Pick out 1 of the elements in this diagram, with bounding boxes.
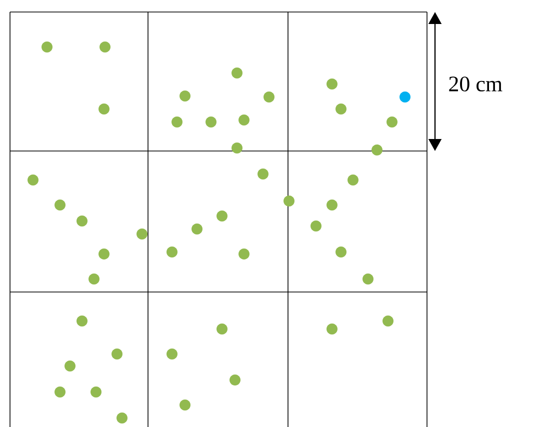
dimension-label: 20 cm bbox=[449, 76, 502, 92]
